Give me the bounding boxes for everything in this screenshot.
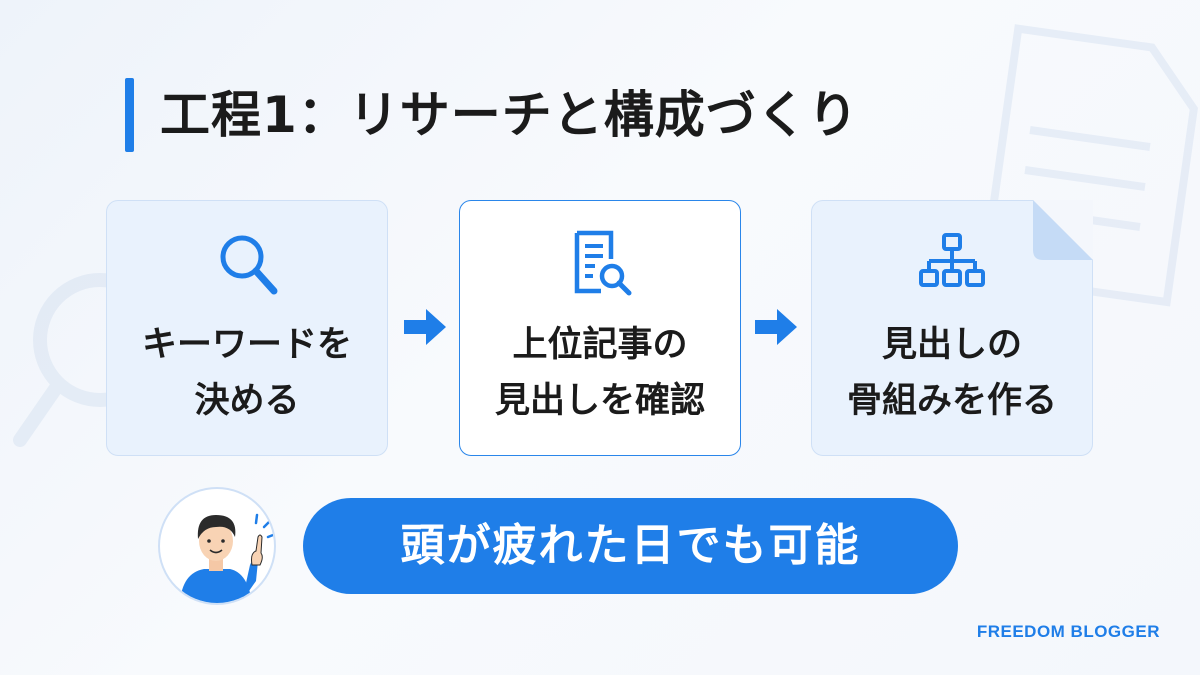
step-label-line1: キーワードを (141, 325, 352, 365)
step-label-line1: 上位記事の (512, 325, 688, 365)
banner-pill: 頭が疲れた日でも可能 (303, 498, 958, 594)
step-card-keyword: キーワードを 決める (106, 200, 388, 456)
page-curl-decoration (1033, 200, 1093, 260)
step-label-line1: 見出しの (881, 325, 1022, 365)
person-pointing-icon (180, 513, 274, 603)
step-label-line2: 見出しを確認 (494, 381, 705, 421)
step-card-headings: 上位記事の 見出しを確認 (459, 200, 741, 456)
title-accent-bar (125, 78, 134, 152)
arrow-right-icon (755, 309, 797, 345)
brand-logo-text: FREEDOM BLOGGER (976, 622, 1160, 641)
arrow-right-icon (404, 309, 446, 345)
step-card-structure: 見出しの 骨組みを作る (811, 200, 1093, 456)
document-search-icon (574, 230, 632, 296)
step-label-line2: 決める (194, 381, 300, 421)
magnifier-icon (220, 235, 278, 295)
page-title: 工程1：リサーチと構成づくり (160, 86, 859, 144)
avatar (158, 487, 276, 605)
hierarchy-icon (919, 233, 985, 287)
step-label-line2: 骨組みを作る (846, 381, 1057, 421)
